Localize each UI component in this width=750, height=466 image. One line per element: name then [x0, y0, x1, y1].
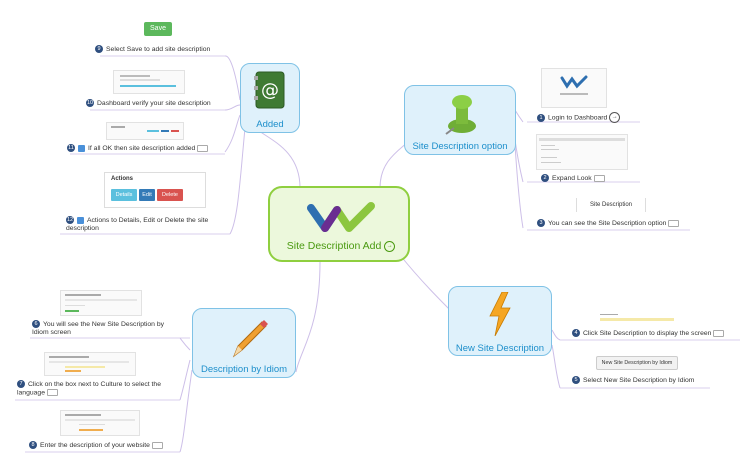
- new-by-idiom-button[interactable]: New Site Description by Idiom: [596, 356, 678, 370]
- pushpin-icon: [445, 95, 476, 135]
- topic-description-by-idiom-label: Description by Idiom: [200, 364, 288, 375]
- notes-icon[interactable]: [713, 329, 725, 337]
- save-button[interactable]: Save: [144, 22, 172, 36]
- actions-title: Actions: [111, 176, 134, 182]
- address-book-icon: @: [254, 71, 285, 109]
- link-arrow-icon[interactable]: →: [609, 112, 621, 123]
- step-number-badge: 3: [537, 219, 545, 227]
- lightning-icon: [489, 292, 511, 336]
- result-screenshot: [106, 122, 184, 140]
- step-number-badge: 5: [572, 376, 580, 384]
- step-number-badge: 9: [95, 45, 103, 53]
- topic-site-description-option-label: Site Description option: [412, 141, 508, 152]
- dashboard-screenshot: [113, 70, 185, 94]
- step-number-badge: 11: [67, 144, 75, 152]
- delete-button[interactable]: Delete: [157, 189, 183, 201]
- step-number-badge: 12: [66, 216, 74, 224]
- w-logo-small-icon: [560, 75, 588, 89]
- step-number-badge: 4: [572, 329, 580, 337]
- notes-icon[interactable]: [151, 441, 163, 449]
- edit-button[interactable]: Edit: [139, 189, 155, 201]
- step-number-badge: 1: [537, 113, 545, 122]
- notes-icon[interactable]: [197, 144, 209, 152]
- svg-text:@: @: [261, 80, 279, 101]
- notes-icon[interactable]: [46, 389, 58, 397]
- site-description-menu-item[interactable]: Site Description: [576, 198, 646, 212]
- center-title: Site Description Add →: [276, 240, 406, 252]
- link-arrow-icon[interactable]: →: [384, 240, 396, 252]
- step-number-badge: 6: [32, 320, 40, 328]
- step-number-badge: 8: [29, 441, 37, 449]
- description-screenshot: [60, 410, 140, 436]
- step-number-badge: 2: [541, 174, 549, 182]
- w-logo-icon: [307, 202, 375, 232]
- details-button[interactable]: Details: [111, 189, 137, 201]
- step-number-badge: 7: [17, 380, 25, 388]
- info-icon: [78, 144, 85, 152]
- look-screenshot: [536, 134, 628, 170]
- notes-icon[interactable]: [593, 174, 605, 182]
- culture-screenshot: [44, 352, 136, 376]
- step-number-badge: 10: [86, 99, 94, 107]
- screen-screenshot: [600, 312, 676, 324]
- info-icon: [77, 216, 84, 224]
- actions-panel: Actions Details Edit Delete: [104, 172, 206, 208]
- login-screenshot: [541, 68, 607, 108]
- notes-icon[interactable]: [668, 219, 680, 227]
- topic-added-label: Added: [256, 119, 284, 130]
- pencil-icon: [232, 320, 268, 358]
- topic-new-site-description-label: New Site Description: [455, 343, 545, 354]
- idiom-screen-screenshot: [60, 290, 142, 316]
